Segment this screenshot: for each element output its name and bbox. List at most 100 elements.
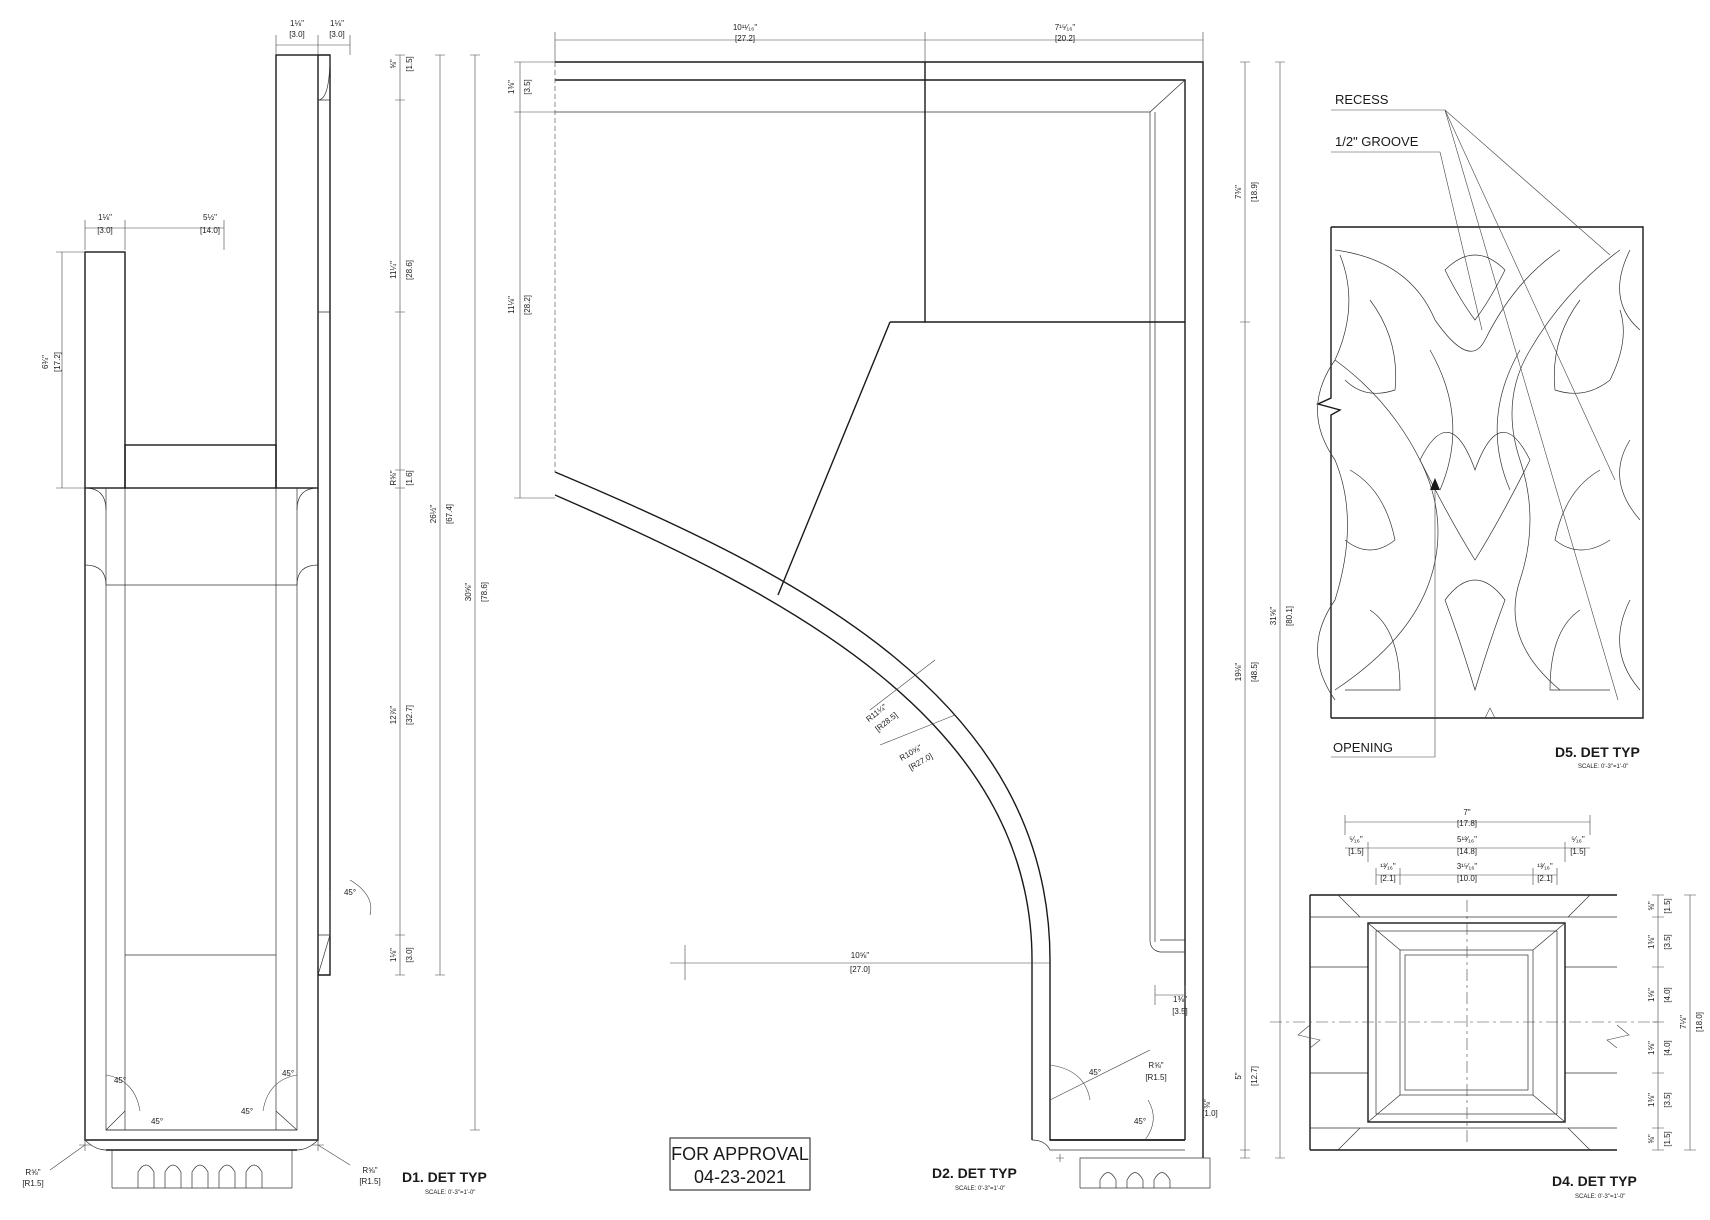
angle-d1-a: 45° <box>114 1076 126 1085</box>
dim-d2-b: 1⅜" <box>1173 995 1187 1004</box>
dim-d2-h-metric: [80.1] <box>1285 606 1294 626</box>
dim-d4-v3: 1⅝" <box>1647 988 1656 1002</box>
dim-d1-top-b: 1⅛" <box>330 19 344 28</box>
dim-d2-top-b-metric: [20.2] <box>1055 34 1075 43</box>
dim-d4-a-metric: [1.5] <box>1348 847 1364 856</box>
dim-d4-v2-metric: [3.5] <box>1663 934 1672 950</box>
dim-d4-f: ¹³⁄₁₆" <box>1537 862 1553 871</box>
dim-d1-r1-metric: [1.5] <box>405 56 414 72</box>
dim-d4-w-metric: [17.8] <box>1457 819 1477 828</box>
dim-d2-l2-metric: [28.2] <box>523 295 532 315</box>
dim-d1-r2-metric: [28.6] <box>405 260 414 280</box>
dim-d1-left-b: 5½" <box>203 213 217 222</box>
dim-d2-r2: 19⅛" <box>1234 663 1243 682</box>
dim-d4-b-metric: [14.8] <box>1457 847 1477 856</box>
dim-d2-r3-metric: [12.7] <box>1250 1066 1259 1086</box>
detail-d1: 1⅛" [3.0] 1⅛" [3.0] 1⅛" [3.0] 5½" [14.0]… <box>22 19 489 1196</box>
dim-d1-r1: ⅝" <box>389 59 398 69</box>
dim-d1-top-a-metric: [3.0] <box>289 30 305 39</box>
dim-d1-r3: R⅝" <box>389 470 398 485</box>
approval-stamp: FOR APPROVAL 04-23-2021 <box>669 1137 811 1191</box>
dim-d4-v3-metric: [4.0] <box>1663 987 1672 1003</box>
dim-d1-rad-l: R⅝" <box>25 1168 40 1177</box>
angle-d2-a: 45° <box>1089 1068 1101 1077</box>
dim-d4-d-metric: [2.1] <box>1380 874 1396 883</box>
dim-d2-rad3-metric: [R1.5] <box>1145 1073 1166 1082</box>
dim-d1-h3-metric: [78.6] <box>480 582 489 602</box>
dim-d2-l2: 11⅛" <box>507 296 516 314</box>
dim-d1-h2: 26½" <box>429 505 438 524</box>
dim-d1-left-a-metric: [3.0] <box>97 226 113 235</box>
dim-d4-v4: 1⅝" <box>1647 1041 1656 1055</box>
detail-d5-scale: SCALE: 0'-3"=1'-0" <box>1578 764 1628 770</box>
approval-label: FOR APPROVAL <box>671 1144 809 1164</box>
detail-d2-title: D2. DET TYP <box>932 1165 1017 1181</box>
dim-d4-f-metric: [2.1] <box>1537 874 1553 883</box>
dim-d1-r5-metric: [3.0] <box>405 947 414 963</box>
dim-d2-r1: 7⅜" <box>1234 185 1243 199</box>
dim-d4-a: ⁵⁄₁₆" <box>1349 835 1363 844</box>
dim-d4-v6-metric: [1.5] <box>1663 1131 1672 1147</box>
dim-d1-r4-metric: [32.7] <box>405 705 414 725</box>
dim-d4-v5-metric: [3.5] <box>1663 1092 1672 1108</box>
dim-d2-top-a-metric: [27.2] <box>735 34 755 43</box>
label-opening: OPENING <box>1333 740 1393 755</box>
dim-d2-b-metric: [3.5] <box>1172 1007 1188 1016</box>
angle-d2-b: 45° <box>1134 1117 1146 1126</box>
detail-d1-title: D1. DET TYP <box>402 1169 487 1185</box>
detail-d4-scale: SCALE: 0'-3"=1'-0" <box>1575 1194 1625 1200</box>
dim-d2-l1: 1⅜" <box>507 80 516 94</box>
dim-d4-v4-metric: [4.0] <box>1663 1040 1672 1056</box>
dim-d4-w: 7" <box>1463 808 1470 817</box>
dim-d4-v6: ⅝" <box>1647 1134 1656 1144</box>
dim-d4-c-metric: [1.5] <box>1570 847 1586 856</box>
dim-d2-top-a: 10¹¹⁄₁₆" <box>733 23 757 32</box>
dim-d4-v1-metric: [1.5] <box>1663 898 1672 914</box>
dim-d2-w: 10⅝" <box>851 951 870 960</box>
dim-d2-r2-metric: [48.5] <box>1250 662 1259 682</box>
detail-d1-scale: SCALE: 0'-3"=1'-0" <box>425 1190 475 1196</box>
dim-d1-h1-metric: [17.2] <box>53 352 62 372</box>
detail-d2-scale: SCALE: 0'-3"=1'-0" <box>955 1186 1005 1192</box>
dim-d1-rad-r-metric: [R1.5] <box>359 1177 380 1186</box>
dim-d1-rad-r: R⅝" <box>362 1166 377 1175</box>
dim-d4-v1: ⅝" <box>1647 901 1656 911</box>
detail-d2: 10¹¹⁄₁₆" [27.2] 7¹⁵⁄₁₆" [20.2] 1⅜" [3.5]… <box>507 23 1294 1192</box>
lattice-pattern <box>1317 249 1641 701</box>
dim-d1-r2: 11¼" <box>389 261 398 279</box>
dim-d2-h: 31⅝" <box>1269 607 1278 626</box>
dim-d4-b: 5¹³⁄₁₆" <box>1457 835 1477 844</box>
angle-d1-e: 45° <box>344 888 356 897</box>
dim-d1-h3: 30⅝" <box>464 583 473 602</box>
dim-d2-l1-metric: [3.5] <box>523 79 532 95</box>
dim-d1-left-a: 1⅛" <box>98 213 112 222</box>
label-recess: RECESS <box>1335 92 1389 107</box>
dim-d1-h1: 6¾" <box>41 355 50 369</box>
detail-d5: RECESS 1/2" GROOVE OPENING D5. DET TYP S… <box>1315 92 1644 770</box>
dim-d2-r4-metric: [1.0] <box>1202 1109 1218 1118</box>
dim-d4-c: ⁵⁄₁₆" <box>1571 835 1585 844</box>
angle-d1-d: 45° <box>282 1069 294 1078</box>
dim-d2-top-b: 7¹⁵⁄₁₆" <box>1055 23 1076 32</box>
dim-d4-h: 7⅛" <box>1679 1015 1688 1029</box>
dim-d1-rad-l-metric: [R1.5] <box>22 1179 43 1188</box>
dim-d4-e-metric: [10.0] <box>1457 874 1477 883</box>
dim-d2-w-metric: [27.0] <box>850 965 870 974</box>
dim-d1-r3-metric: [1.6] <box>405 470 414 486</box>
dim-d1-r5: 1⅛" <box>389 948 398 962</box>
dim-d1-top-b-metric: [3.0] <box>329 30 345 39</box>
angle-d1-c: 45° <box>241 1107 253 1116</box>
dim-d4-h-metric: [18.0] <box>1695 1012 1704 1032</box>
approval-date: 04-23-2021 <box>694 1167 786 1187</box>
dim-d1-left-b-metric: [14.0] <box>200 226 220 235</box>
dim-d2-r4: ⅜" <box>1203 1099 1212 1109</box>
dim-d4-d: ¹³⁄₁₆" <box>1380 862 1396 871</box>
dim-d2-r1-metric: [18.9] <box>1250 182 1259 202</box>
dim-d4-e: 3¹⁵⁄₁₆" <box>1457 862 1478 871</box>
detail-d4-title: D4. DET TYP <box>1552 1173 1637 1189</box>
label-groove: 1/2" GROOVE <box>1335 134 1419 149</box>
dim-d2-r3: 5" <box>1234 1072 1243 1079</box>
dim-d4-v2: 1⅜" <box>1647 935 1656 949</box>
dim-d1-top-a: 1⅛" <box>290 19 304 28</box>
